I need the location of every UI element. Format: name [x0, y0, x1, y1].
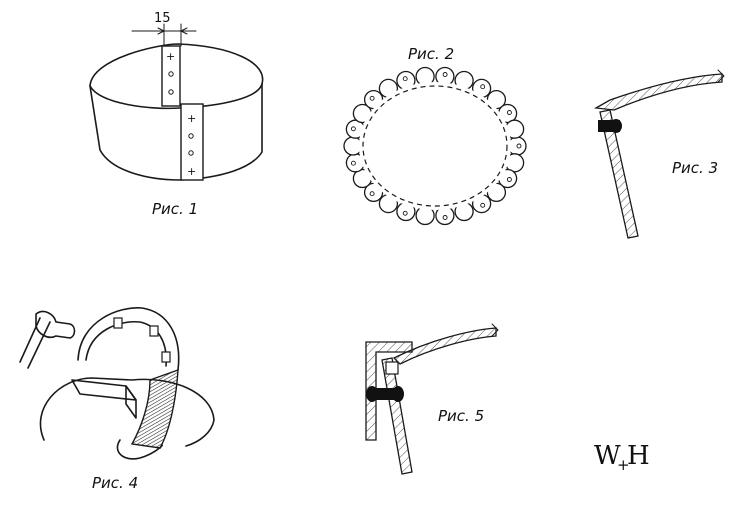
- figure-2-scalloped-oval: Рис. 2: [343, 45, 527, 226]
- scallop-hole: [506, 110, 512, 115]
- rivet-hole: [168, 71, 174, 77]
- bolt-nut: [392, 386, 404, 402]
- figure-5-clamped-joint: Рис. 5: [365, 323, 499, 475]
- inner-dashed-oval: [362, 85, 508, 207]
- ring-inner-top: [85, 320, 167, 367]
- scallop-ring: [343, 66, 527, 226]
- scallop-hole: [480, 84, 486, 90]
- scallop-hole: [402, 76, 408, 82]
- ring-outer-top: [77, 307, 180, 371]
- scallop-hole: [506, 177, 512, 182]
- scallop-hole: [442, 215, 448, 220]
- figure-5-caption: Рис. 5: [438, 407, 484, 425]
- author-monogram: W + H: [594, 441, 650, 474]
- ring-bottom: [116, 439, 164, 460]
- break-mark: [717, 69, 725, 83]
- figure-3-caption: Рис. 3: [672, 159, 718, 177]
- dimension-label: 15: [154, 11, 171, 26]
- monogram-plus: +: [617, 456, 630, 474]
- anvil-horn-end: [125, 385, 137, 419]
- ring-notch: [161, 351, 171, 363]
- figure-4-ring-on-mandrel: Рис. 4: [19, 307, 215, 492]
- roof-plate: [392, 327, 497, 365]
- rivet-head: [610, 119, 622, 133]
- oval-fill: [359, 82, 511, 210]
- scallop-hole: [480, 202, 486, 208]
- bolt-head: [366, 386, 378, 402]
- figure-3-joint-section: Рис. 3: [593, 69, 725, 239]
- band-outer-wall: [89, 83, 263, 181]
- hammer-handle: [19, 317, 51, 369]
- rivet-mark: +: [187, 112, 196, 125]
- scallop-hole: [516, 143, 522, 149]
- roof-plate: [593, 73, 723, 111]
- scallop-hole: [442, 72, 448, 77]
- figure-1-caption: Рис. 1: [152, 200, 198, 218]
- figure-2-caption: Рис. 2: [408, 45, 454, 63]
- rivet-hole: [188, 150, 194, 156]
- figure-4-caption: Рис. 4: [92, 474, 138, 492]
- band-outer-tab: [180, 103, 204, 181]
- rivet-hole: [188, 133, 194, 139]
- band-top-back-edge: [89, 43, 264, 87]
- figure-1-band-ring: 15 + + + Рис. 1: [89, 11, 264, 218]
- hammer-head: [35, 310, 76, 339]
- rivet-mark: +: [166, 50, 175, 63]
- clamp-pin: [385, 361, 399, 375]
- scallop-hole: [369, 191, 375, 197]
- wall-plate: [381, 357, 413, 475]
- rivet-mark: +: [187, 165, 196, 178]
- monogram-right: H: [627, 441, 650, 471]
- ring-lower-band: [130, 368, 179, 449]
- scallop-hole: [350, 126, 356, 132]
- scallop-hole: [369, 95, 375, 101]
- break-mark: [491, 323, 499, 337]
- ring-notch: [149, 325, 159, 337]
- scallop-hole: [402, 210, 408, 216]
- dimension-arrowheads: [157, 27, 188, 35]
- scallop-hole: [350, 160, 356, 166]
- ring-notch: [113, 317, 123, 329]
- rivet-hole: [168, 89, 174, 95]
- monogram-left: W: [594, 441, 621, 471]
- band-top-front-edge: [89, 83, 263, 110]
- wall-plate: [599, 109, 639, 239]
